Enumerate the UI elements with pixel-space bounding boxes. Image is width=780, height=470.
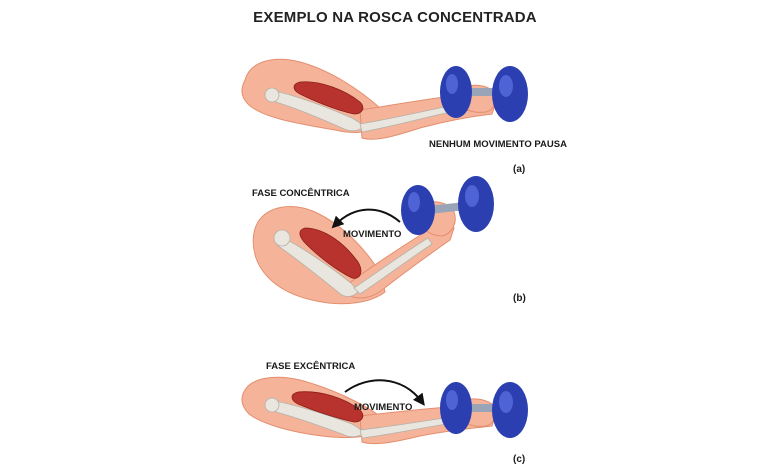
- panel-b-tag: (b): [513, 293, 526, 304]
- panel-c-phase: FASE EXCÊNTRICA: [266, 360, 355, 372]
- panel-a: NENHUM MOVIMENTO PAUSA (a): [241, 58, 567, 175]
- dumbbell-plate-left: [401, 185, 435, 235]
- dumbbell-c: [440, 382, 528, 438]
- humerus-bone: [267, 399, 366, 438]
- panel-c-tag: (c): [513, 454, 525, 465]
- dumbbell-plate-right-highlight: [499, 391, 513, 413]
- humerus-bone: [267, 89, 366, 132]
- arm-c: [241, 376, 497, 445]
- diagram-title: EXEMPLO NA ROSCA CONCENTRADA: [253, 9, 537, 26]
- dumbbell-b: [401, 176, 494, 235]
- forearm-bones: [353, 237, 433, 295]
- dumbbell-plate-left-highlight: [446, 390, 458, 410]
- panel-b: FASE CONCÊNTRICA MOVIMENTO (b): [252, 176, 526, 305]
- panel-c: FASE EXCÊNTRICA MOVIMENTO (c): [241, 360, 528, 465]
- panel-c-note: MOVIMENTO: [354, 402, 412, 413]
- biceps-muscle: [293, 81, 364, 115]
- shoulder-joint: [264, 397, 280, 413]
- panel-a-tag: (a): [513, 164, 525, 175]
- biceps-muscle: [291, 391, 364, 423]
- dumbbell-plate-left-highlight: [446, 74, 458, 94]
- shoulder-joint: [273, 229, 291, 247]
- dumbbell-plate-left-highlight: [408, 192, 420, 212]
- dumbbell-plate-left: [440, 66, 472, 118]
- movement-arrow-c: [344, 379, 425, 406]
- humerus-bone: [277, 235, 359, 297]
- panel-b-note: MOVIMENTO: [343, 229, 401, 240]
- dumbbell-plate-right-highlight: [465, 185, 479, 207]
- panel-a-note: NENHUM MOVIMENTO PAUSA: [429, 139, 567, 150]
- movement-arrow-b: [331, 208, 401, 229]
- panel-b-phase: FASE CONCÊNTRICA: [252, 187, 350, 199]
- dumbbell-plate-right-highlight: [499, 75, 513, 97]
- shoulder-joint: [264, 87, 280, 103]
- dumbbell-a: [440, 66, 528, 122]
- dumbbell-plate-left: [440, 382, 472, 434]
- biceps-muscle: [299, 227, 362, 279]
